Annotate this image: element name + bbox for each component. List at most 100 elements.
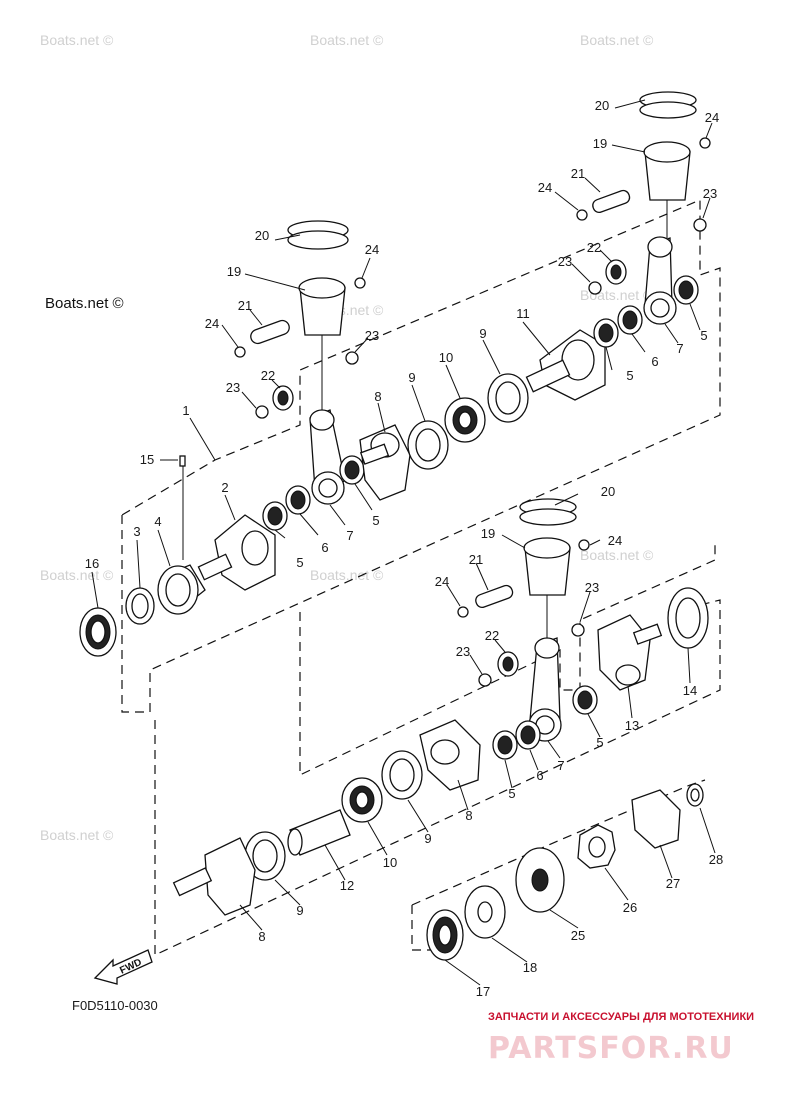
piston-pin-21c [475, 584, 514, 609]
callout-3: 3 [133, 524, 140, 539]
callout-24: 24 [205, 316, 219, 331]
shaft-12 [287, 809, 351, 856]
piston-rings-20c [519, 498, 577, 526]
needle-bearing-5f [492, 730, 518, 760]
brand-name: PARTSFOR.RU [488, 1031, 734, 1066]
watermark: Boats.net © [40, 567, 114, 583]
callout-8: 8 [465, 808, 472, 823]
washer-23c [693, 218, 707, 232]
crank-web-8c [172, 837, 256, 916]
upper-assembly [79, 91, 711, 657]
bearing-9 [407, 420, 449, 470]
callout-20: 20 [255, 228, 269, 243]
labyrinth-seal-10 [444, 397, 486, 443]
assembly-outlines [121, 199, 721, 956]
bearing-9c [381, 750, 423, 800]
callout-21: 21 [469, 552, 483, 567]
brand-logo: ЗАПЧАСТИ И АКСЕССУАРЫ ДЛЯ МОТОТЕХНИКИ PA… [488, 1011, 754, 1066]
washer-23b [255, 405, 269, 419]
callout-5: 5 [296, 555, 303, 570]
watermark: Boats.net © [580, 547, 654, 563]
diagram-code: F0D5110-0030 [72, 998, 158, 1013]
bearing-4 [157, 564, 206, 615]
washer-28 [686, 783, 704, 807]
callout-25: 25 [571, 928, 585, 943]
dowel-pin-15 [179, 455, 186, 467]
circlip-24f [578, 539, 590, 551]
callout-23: 23 [585, 580, 599, 595]
damper-26 [577, 824, 616, 869]
piston-19b [643, 141, 691, 201]
circlip-24c [576, 209, 588, 221]
oil-seal-16 [79, 607, 117, 657]
fwd-label: FWD [118, 957, 143, 977]
callout-17: 17 [476, 984, 490, 999]
callout-24: 24 [608, 533, 622, 548]
coupling-27 [631, 789, 681, 849]
callout-5: 5 [508, 786, 515, 801]
watermark: Boats.net © [40, 32, 114, 48]
callout-22: 22 [485, 628, 499, 643]
callout-22: 22 [587, 240, 601, 255]
callout-8: 8 [258, 929, 265, 944]
callout-1: 1 [182, 403, 189, 418]
washer-23d [588, 281, 602, 295]
washer-23e [571, 623, 585, 637]
callout-10: 10 [383, 855, 397, 870]
callout-24: 24 [365, 242, 379, 257]
needle-bearing-5c [593, 318, 619, 348]
watermarks: Boats.net © Boats.net © Boats.net © Boat… [40, 32, 654, 843]
circlip-24d [699, 137, 711, 149]
callout-4: 4 [154, 514, 161, 529]
needle-bearing-5b [339, 455, 365, 485]
callout-20: 20 [595, 98, 609, 113]
needle-bearing-5 [262, 501, 288, 531]
circlip-24b [354, 277, 366, 289]
callout-15: 15 [140, 452, 154, 467]
callout-10: 10 [439, 350, 453, 365]
callout-22: 22 [261, 368, 275, 383]
leader-lines [91, 99, 716, 986]
washer-23 [345, 351, 359, 365]
callout-2: 2 [221, 480, 228, 495]
bearing-9d [244, 831, 286, 881]
crank-web-2 [197, 514, 276, 591]
callout-23: 23 [558, 254, 572, 269]
needle-bearing-5d [673, 275, 699, 305]
piston-19 [298, 277, 346, 336]
callout-12: 12 [340, 878, 354, 893]
piston-rings-20 [287, 220, 349, 250]
callout-9: 9 [408, 370, 415, 385]
lower-assembly [172, 498, 709, 961]
piston-rings-20b [639, 91, 697, 119]
callout-11: 11 [516, 306, 530, 321]
callout-labels: 1 2 3 4 5 6 7 5 8 9 10 9 11 15 16 20 19 … [85, 98, 723, 999]
callout-24: 24 [705, 110, 719, 125]
needle-bearing-22 [272, 385, 294, 411]
connecting-rod-7b [643, 236, 677, 325]
callout-6: 6 [536, 768, 543, 783]
crank-web-13 [597, 614, 663, 691]
connecting-rod-7 [309, 409, 346, 505]
watermark: Boats.net © [310, 32, 384, 48]
watermark: Boats.net © [310, 567, 384, 583]
ring-3 [125, 587, 155, 625]
callout-13: 13 [625, 718, 639, 733]
crank-web-8b [419, 719, 481, 791]
callout-5: 5 [596, 735, 603, 750]
bearing-6c [515, 720, 541, 750]
piston-pin-21 [250, 319, 290, 345]
oil-seal-17 [426, 909, 464, 961]
callout-9: 9 [296, 903, 303, 918]
connecting-rod-7c [528, 637, 562, 742]
callout-6: 6 [651, 354, 658, 369]
callout-5: 5 [372, 513, 379, 528]
callout-7: 7 [676, 341, 683, 356]
callout-6: 6 [321, 540, 328, 555]
needle-bearing-5e [572, 685, 598, 715]
callout-14: 14 [683, 683, 697, 698]
callout-20: 20 [601, 484, 615, 499]
watermark-dark: Boats.net © [45, 295, 124, 312]
callout-21: 21 [238, 298, 252, 313]
callout-19: 19 [227, 264, 241, 279]
